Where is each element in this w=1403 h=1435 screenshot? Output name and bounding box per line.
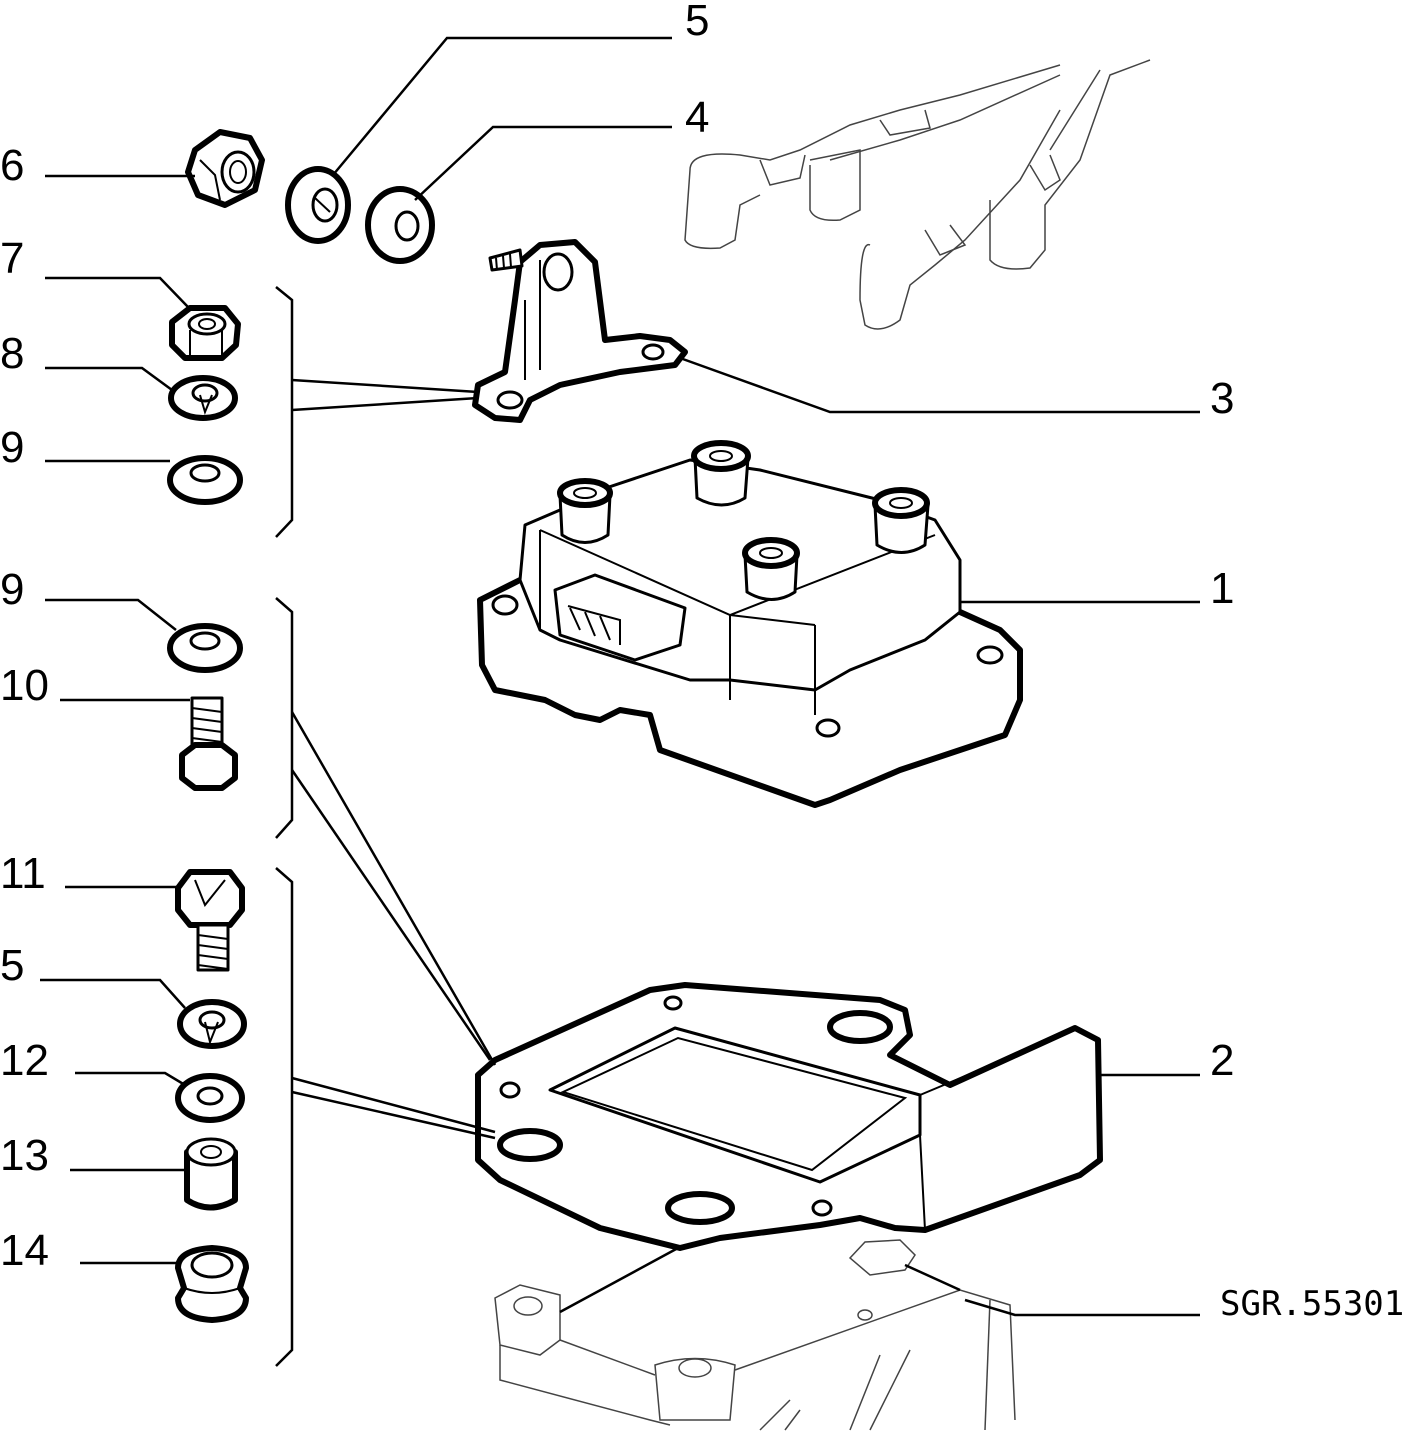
callout-7: 7 [0,234,24,283]
flat-washer-part-9-upper [167,455,243,505]
stud-bolt-part-10 [179,696,238,791]
mounting-plate-part-2 [475,982,1103,1251]
flat-washer-part-9-lower [167,623,243,673]
callout-2: 2 [1210,1036,1234,1085]
group-braces [275,286,294,1367]
coil-tower-4 [742,537,800,601]
callout-5-lower: 5 [0,941,24,990]
nut-part-7 [169,305,241,361]
callout-9-upper: 9 [0,423,24,472]
callout-11: 11 [0,849,46,898]
ignition-wires [684,59,1151,330]
callout-6: 6 [0,141,24,190]
callout-13: 13 [0,1131,49,1180]
lock-washer-part-5 [285,166,351,244]
lock-washer-part-8 [168,375,238,421]
coil-tower-3 [872,487,930,554]
callout-labels: 5 4 6 7 8 3 9 1 9 10 11 5 12 2 13 14 SGR… [0,0,1403,1324]
coil-tower-1 [557,478,613,544]
drawing-code: SGR.55301 [1220,1284,1403,1324]
callout-12: 12 [0,1036,49,1085]
ignition-coil-part-1 [477,440,1023,808]
support-housing [494,1239,1016,1431]
bracket-part-3 [472,239,688,423]
callout-8: 8 [0,329,24,378]
callout-1: 1 [1210,564,1234,613]
coil-tower-2 [691,440,751,507]
lock-washer-part-5-lower [177,999,247,1049]
callout-14: 14 [0,1226,49,1275]
callout-4: 4 [685,93,709,142]
callout-3: 3 [1210,374,1234,423]
flat-washer-part-4 [365,186,435,264]
callout-5-top: 5 [685,0,709,45]
leader-lines [40,36,1200,1317]
washer-part-12 [175,1073,245,1123]
bolt-part-11 [175,869,245,972]
callout-10: 10 [0,661,49,710]
grommet-part-14 [175,1245,249,1323]
nut-part-6 [185,129,265,208]
callout-9-lower: 9 [0,565,24,614]
spacer-part-13 [184,1137,238,1211]
